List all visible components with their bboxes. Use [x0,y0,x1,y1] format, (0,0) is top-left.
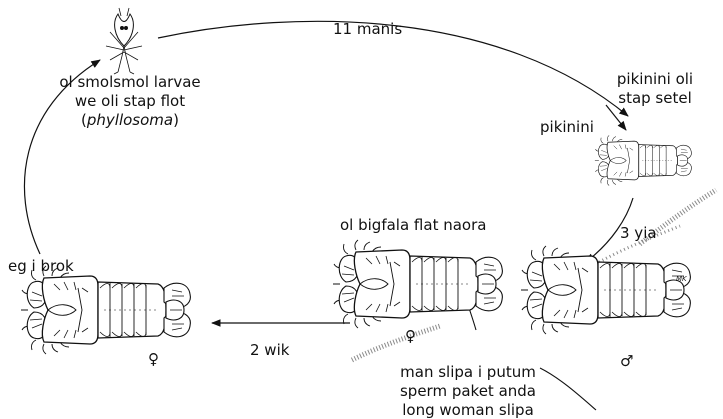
egg-hatch-label: eg i brok [8,257,74,276]
male-lobster [521,246,690,334]
larvae-label: ol smolsmol larvae we oli stap flot (phy… [50,73,210,130]
larvae-line-1: ol smolsmol larvae [50,73,210,92]
larvae-line-2: we oli stap flot [50,92,210,111]
mating-line-1: man slipa i putum [378,363,558,382]
juvenile-label: pikinini [540,118,594,137]
phyllosoma-term: phyllosoma [87,111,173,129]
female-lobster [333,240,502,328]
juvenile-settle-line-1: pikinini oli [596,70,714,89]
juvenile-settle-label: pikinini oli stap setel [596,70,714,108]
juvenile-lobster [595,135,692,185]
phyllosoma-larva [106,8,142,74]
juvenile-settle-line-2: stap setel [596,89,714,108]
mating-label: man slipa i putum sperm paket anda long … [378,363,558,419]
larvae-line-3: (phyllosoma) [50,111,210,130]
egg-bearing-female [21,266,190,354]
artist-mark: MK [676,275,687,283]
mating-line-2: sperm paket anda [378,382,558,401]
larvae-paren-close: ) [173,111,179,129]
egg-time-label: 2 wik [250,341,289,360]
cycle-duration-label: 11 manis [333,20,402,39]
mating-line-3: long woman slipa [378,401,558,419]
female-symbol: ♀ [405,327,416,345]
adults-label: ol bigfala flat naora [340,216,486,235]
male-symbol: ♂ [620,352,633,370]
growth-time-label: 3 yia [620,224,657,243]
arrow-settle-pointer [606,105,626,130]
female-symbol-egg: ♀ [148,350,159,368]
